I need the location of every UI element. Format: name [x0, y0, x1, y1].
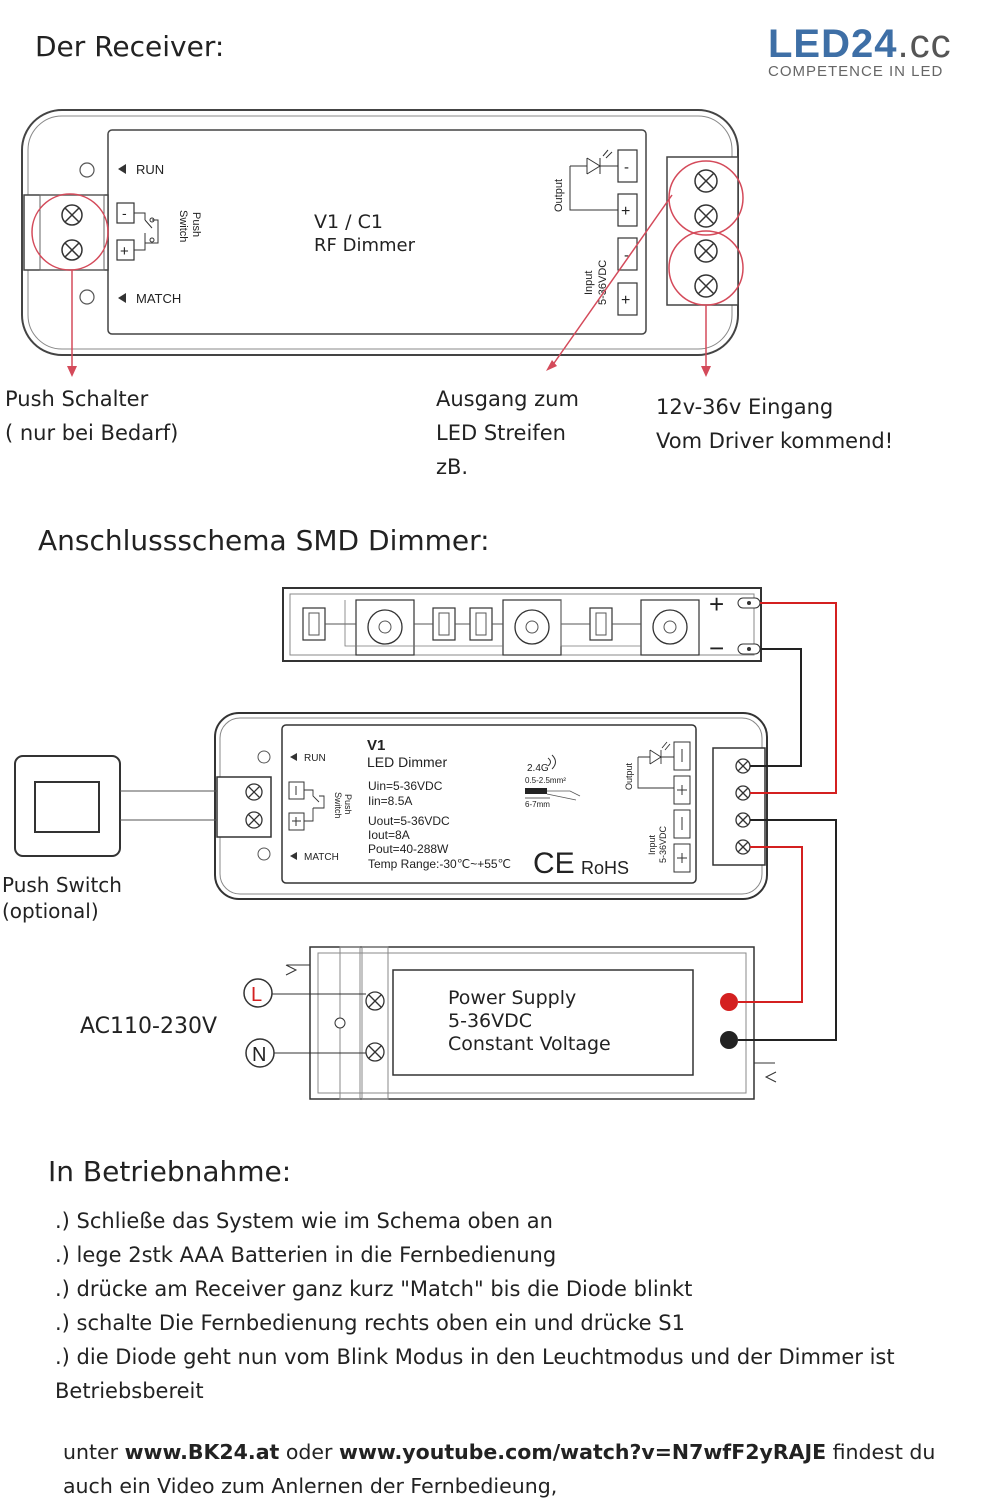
note-suffix: findest du auch ein Video zum Anlernen d…: [63, 1440, 936, 1498]
run-label: RUN: [136, 162, 164, 177]
ac-label: AC110-230V: [80, 1014, 217, 1039]
psu-positive-terminal: [720, 993, 738, 1011]
schema-input-label-2: 5-36VDC: [658, 825, 668, 863]
left-terminal-screws: [61, 204, 83, 261]
input-label-1: Input: [583, 271, 595, 295]
phase-l-badge: [243, 978, 273, 1008]
schema-match-label: MATCH: [304, 852, 339, 863]
brand-name-suffix: .cc: [897, 22, 952, 66]
wiring-schema: + − RUN MATCH Push Switch V1 LED Dimmer …: [14, 587, 837, 1100]
psu-line-2: 5-36VDC: [448, 1010, 532, 1032]
push-switch-label-1: Push: [190, 212, 202, 237]
psu-line-3: Constant Voltage: [448, 1033, 611, 1055]
right-terminal-screws: [694, 169, 718, 298]
receiver-type: RF Dimmer: [314, 235, 416, 256]
input-callout-line-2: Vom Driver kommend!: [656, 429, 894, 453]
spec-uout: Uout=5-36VDC: [368, 814, 450, 828]
wire-strip-minus: [750, 648, 802, 767]
push-minus: -: [122, 205, 127, 221]
brand-tagline: COMPETENCE IN LED: [768, 63, 944, 80]
schema-run-label: RUN: [304, 753, 326, 764]
step-5: .) die Diode geht nun vom Blink Modus in…: [55, 1345, 895, 1403]
input-callout: 12v-36v Eingang Vom Driver kommend!: [656, 390, 893, 458]
phase-n: N: [252, 1044, 266, 1066]
strip-plus: +: [709, 589, 724, 619]
strip-minus: −: [709, 633, 724, 663]
phase-n-badge: [245, 1038, 275, 1068]
dimmer-type: LED Dimmer: [367, 754, 447, 770]
youtube-link[interactable]: www.youtube.com/watch?v=N7wfF2yRAJE: [339, 1440, 827, 1464]
match-led-icon: [79, 289, 95, 305]
output-callout-line-3: zB.: [436, 455, 469, 479]
schema-push-label-2: Switch: [333, 792, 343, 819]
schema-input-label-1: Input: [647, 834, 657, 855]
rf-label: 2.4G: [527, 763, 549, 774]
wire-psu-negative: [738, 819, 837, 1041]
strip-len: 6-7mm: [525, 800, 550, 809]
ce-mark: CE: [533, 847, 575, 880]
input-label-2: 5-36VDC: [597, 260, 609, 305]
brand-logo: LED24.cc COMPETENCE IN LED: [768, 22, 952, 80]
push-callout: Push Schalter ( nur bei Bedarf): [5, 382, 178, 450]
video-note: unter www.BK24.at oder www.youtube.com/w…: [63, 1435, 978, 1503]
output-callout: Ausgang zum LED Streifen zB.: [436, 382, 579, 484]
schema-push-label-1: Push: [343, 794, 353, 815]
push-switch-icon: [14, 755, 121, 857]
spec-temp: Temp Range:-30℃~+55℃: [368, 857, 511, 871]
push-plus: +: [120, 243, 129, 260]
push-switch-label-2: Switch: [177, 210, 189, 242]
steps-list: .) Schließe das System wie im Schema obe…: [55, 1204, 955, 1408]
input-minus: -: [624, 247, 629, 264]
match-label: MATCH: [136, 291, 181, 306]
step-3: .) drücke am Receiver ganz kurz "Match" …: [55, 1277, 693, 1301]
dimmer-model: V1: [367, 737, 385, 754]
spec-iin: Iin=8.5A: [368, 794, 412, 808]
note-middle: oder: [279, 1440, 339, 1464]
push-highlight-circle: [31, 193, 109, 271]
schema-title: Anschlussschema SMD Dimmer:: [38, 524, 490, 557]
output-callout-line-1: Ausgang zum: [436, 387, 579, 411]
led-strip: [282, 587, 762, 662]
step-2: .) lege 2stk AAA Batterien in die Fernbe…: [55, 1243, 557, 1267]
push-switch-caption-1: Push Switch: [2, 873, 122, 897]
output-callout-line-2: LED Streifen: [436, 421, 566, 445]
wire-spec: 0.5-2.5mm²: [525, 776, 566, 785]
push-callout-line-1: Push Schalter: [5, 387, 149, 411]
wire-strip-plus: [750, 602, 837, 794]
wire-psu-positive: [738, 846, 803, 1003]
spec-pout: Pout=40-288W: [368, 842, 449, 856]
rohs-mark: RoHS: [581, 858, 629, 878]
note-prefix: unter: [63, 1440, 125, 1464]
brand-name-main: LED24: [768, 22, 898, 66]
push-switch-caption-2: (optional): [2, 899, 99, 923]
spec-iout: Iout=8A: [368, 828, 410, 842]
psu-negative-terminal: [720, 1031, 738, 1049]
schema-right-terminal-screws: [735, 758, 751, 855]
run-led-icon: [79, 162, 95, 178]
receiver-title: Der Receiver:: [35, 30, 225, 63]
receiver-diagram: RUN MATCH - + Push Switch V1 / C1 RF Dim…: [21, 109, 744, 377]
output-label: Output: [553, 179, 565, 212]
psu-line-1: Power Supply: [448, 987, 576, 1009]
phase-l: L: [251, 984, 262, 1006]
receiver-model: V1 / C1: [314, 211, 383, 233]
step-1: .) Schließe das System wie im Schema obe…: [55, 1209, 553, 1233]
step-4: .) schalte Die Fernbedienung rechts oben…: [55, 1311, 685, 1335]
spec-uin: Uin=5-36VDC: [368, 779, 443, 793]
output-minus: -: [624, 159, 629, 176]
input-callout-line-1: 12v-36v Eingang: [656, 395, 834, 419]
brand-name: LED24.cc: [768, 22, 952, 67]
push-switch-caption: Push Switch (optional): [2, 872, 122, 924]
output-plus: +: [621, 203, 630, 220]
start-title: In Betriebnahme:: [48, 1155, 292, 1188]
input-plus: +: [621, 292, 630, 309]
push-callout-line-2: ( nur bei Bedarf): [5, 421, 179, 445]
bk24-link[interactable]: www.BK24.at: [124, 1440, 280, 1464]
schema-output-label: Output: [624, 762, 634, 790]
